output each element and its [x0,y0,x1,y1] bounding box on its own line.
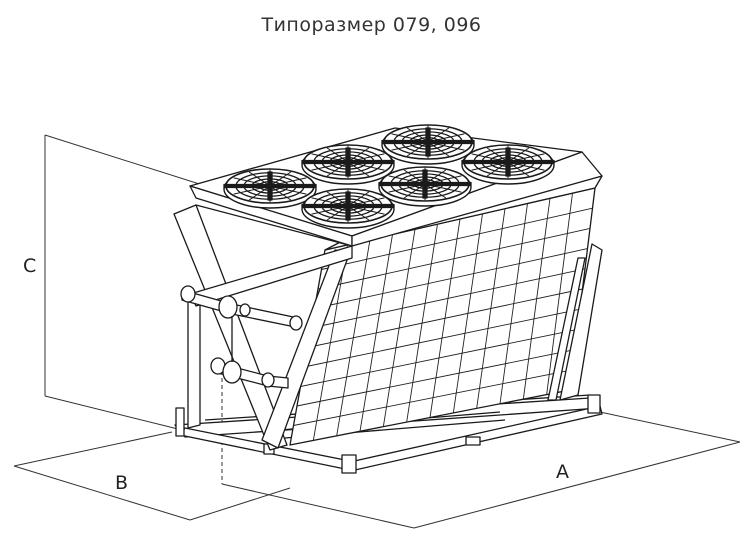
dim-b-line [13,465,191,521]
fan-array [223,124,555,229]
fan-guard-icon [301,144,395,185]
coil-grid-hline [300,328,578,387]
dim-a-ext-right [599,411,741,443]
fan-guard-icon [378,166,472,207]
fan-guard-icon [461,144,555,185]
dim-a-label: A [556,461,569,483]
coil-grid-hline [317,227,591,290]
fan-guard-icon [223,168,317,209]
dim-b-ext-right [189,487,291,521]
coil-grid-hline [310,268,586,329]
fan-guard-icon [301,188,395,229]
end-frame-right [547,243,603,401]
coil-grid-hline [293,369,573,426]
dim-c-label: C [23,255,36,277]
piping [180,285,303,389]
dim-c-ext-top [44,134,213,189]
dim-a-line [413,441,741,529]
coil-grid-hline [314,248,588,309]
dim-a-ext-left [221,483,415,529]
dim-b-label: B [115,472,128,494]
coil-grid-hline [307,288,583,348]
end-frame-left [173,204,353,451]
unit-body [173,124,603,474]
fan-guard-icon [381,124,475,165]
dim-c-ext-bottom [44,395,183,431]
coil-grid-hline [296,349,576,407]
coil-grid-hline [303,308,581,368]
coil-grid [293,193,593,441]
drawing-title: Типоразмер 079, 096 [261,14,482,36]
coil-grid-hline [321,207,593,270]
dim-b-ext-left [13,431,173,467]
